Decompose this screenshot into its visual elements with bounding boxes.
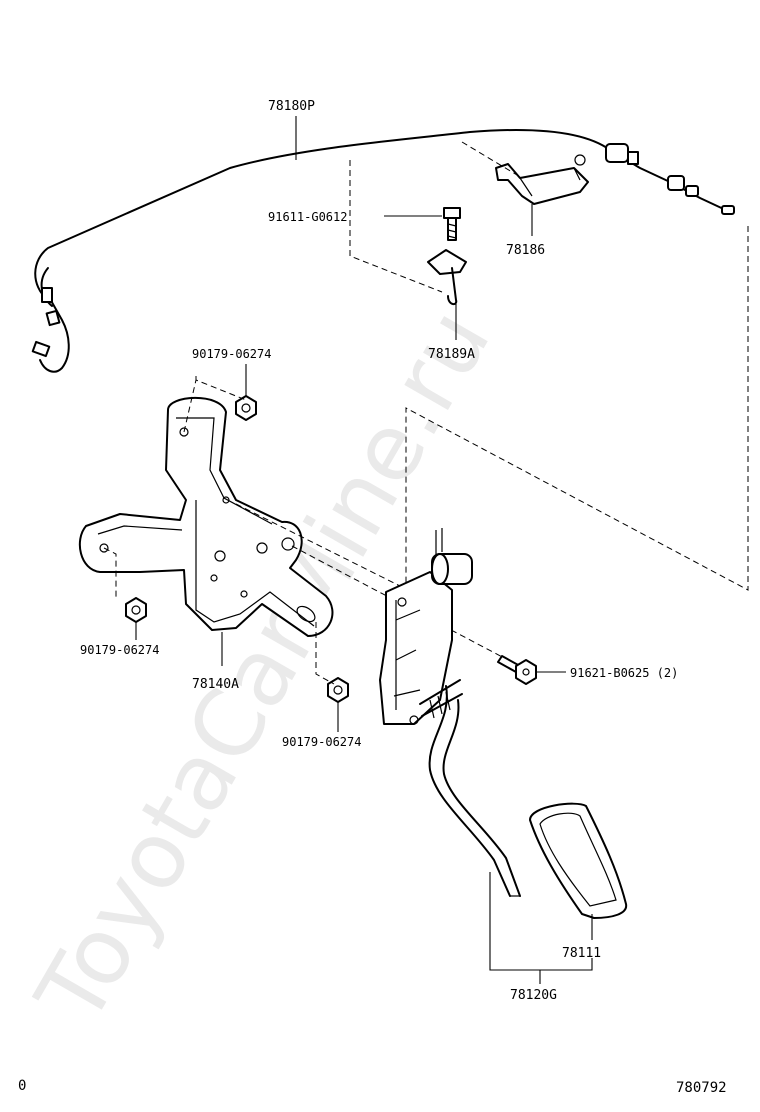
guide-line [349,160,443,293]
pedal-pad [529,802,628,919]
guide-line [195,376,247,401]
pedal-assembly [379,528,521,897]
label-bolt-top: 91611-G0612 [268,210,347,224]
throttle-cable [31,128,735,373]
guide-line [103,547,117,600]
label-clip: 78189A [428,347,475,362]
label-cable: 78180P [268,99,315,114]
label-nut-top: 90179-06274 [192,347,271,361]
pedal-bracket [78,396,334,637]
cable-bracket [495,154,589,205]
corner-id-left: 0 [18,1078,26,1094]
guide-line [315,622,335,685]
bolt-top [443,207,461,241]
guide-line [183,379,197,433]
label-pedal-assy: 78120G [510,988,557,1003]
label-nut-left: 90179-06274 [80,643,159,657]
guide-line [461,141,523,179]
leader-line [489,872,593,971]
label-nut-bottom: 90179-06274 [282,735,361,749]
guide-line [405,226,749,660]
label-cable-bracket: 78186 [506,243,545,258]
nut-left [125,597,147,623]
bolt-right [497,655,537,685]
nut-bottom [327,677,349,703]
clip [427,249,467,306]
label-bolt-right: 91621-B0625 (2) [570,666,678,680]
diagram-id: 780792 [676,1080,727,1096]
label-pedal-bracket: 78140A [192,677,239,692]
label-pedal-pad: 78111 [562,946,601,961]
nut-top [235,395,257,421]
